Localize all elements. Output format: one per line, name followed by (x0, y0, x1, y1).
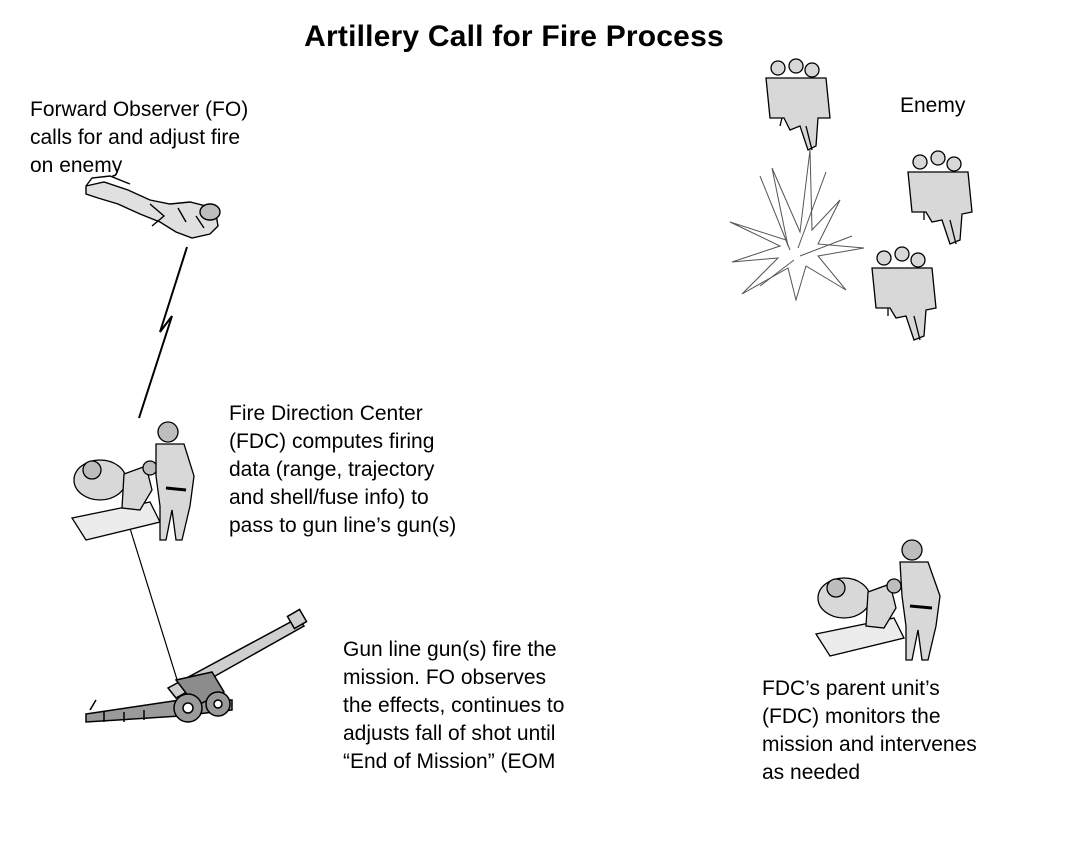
explosion-burst (729, 149, 865, 302)
radio-signal-link (138, 246, 188, 419)
gun-line-label: Gun line gun(s) fire the mission. FO obs… (343, 638, 565, 773)
enemy-group-2 (907, 150, 973, 245)
fdc-gun-link (127, 521, 185, 703)
forward-observer-figure (85, 175, 221, 239)
diagram-title: Artillery Call for Fire Process (304, 20, 724, 53)
forward-observer-label: Forward Observer (FO) calls for and adju… (30, 98, 249, 177)
enemy-label: Enemy (900, 94, 966, 117)
parent-fdc-team-figure (814, 539, 941, 661)
enemy-group-1 (765, 58, 831, 151)
parent-unit-label: FDC’s parent unit’s (FDC) monitors the m… (762, 677, 977, 784)
enemy-group-3 (871, 246, 937, 341)
fdc-team-figure (70, 421, 195, 541)
fdc-label: Fire Direction Center (FDC) computes fir… (229, 402, 457, 537)
howitzer-gun (85, 608, 308, 723)
